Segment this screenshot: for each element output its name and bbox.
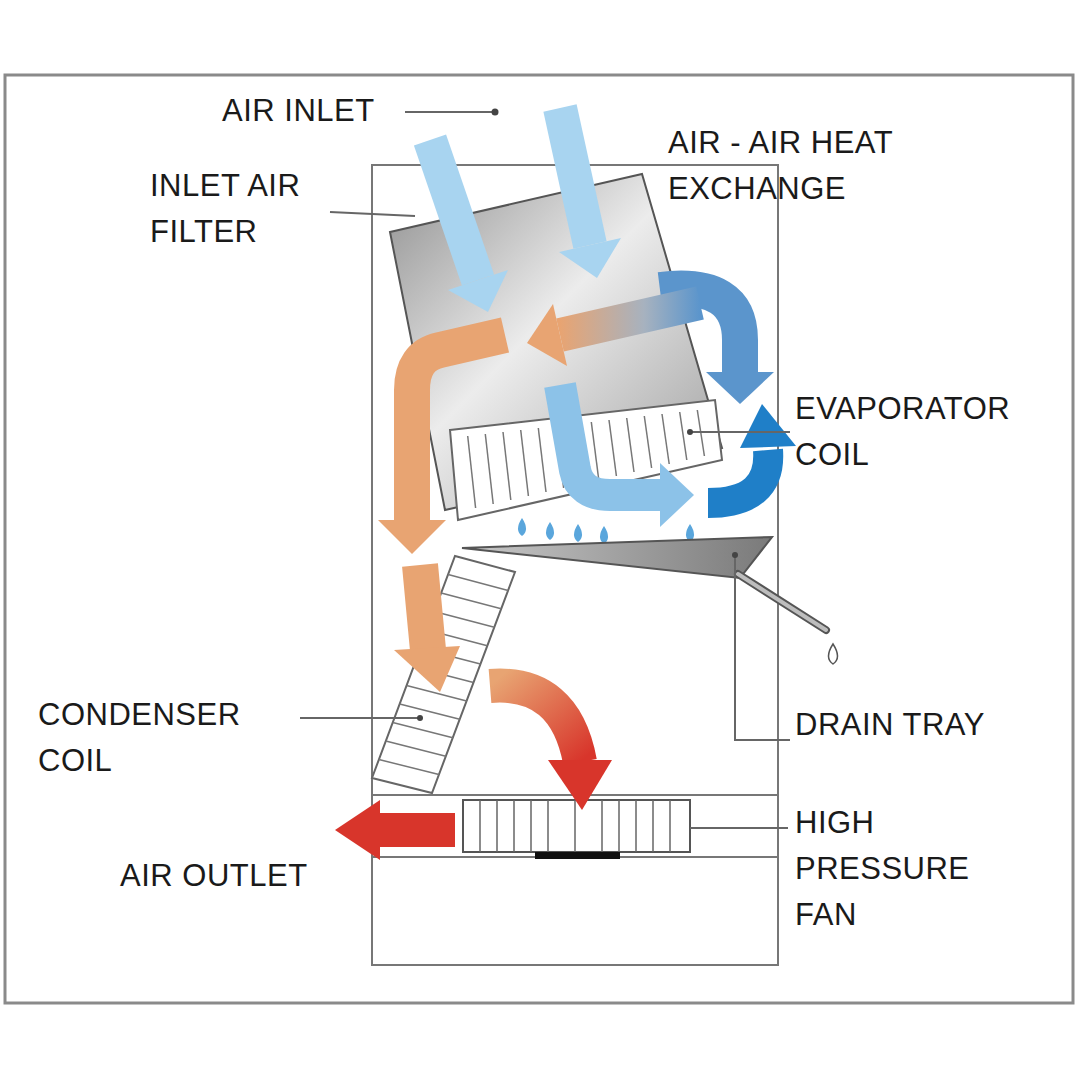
part-label: DRAIN TRAY: [795, 702, 1065, 748]
part-label: AIR - AIR HEAT EXCHANGE: [668, 120, 958, 212]
drain-tray: [462, 537, 838, 664]
leader-lines: [300, 112, 790, 828]
part-label: AIR INLET: [222, 88, 522, 134]
part-label: CONDENSER COIL: [38, 692, 278, 784]
airflow-arrows: [335, 108, 796, 860]
outer-frame: [5, 75, 1073, 1003]
part-label: AIR OUTLET: [120, 853, 400, 899]
part-label: HIGH PRESSURE FAN: [795, 800, 1015, 938]
part-label: INLET AIR FILTER: [150, 163, 350, 255]
high-pressure-fan: [463, 800, 690, 859]
part-label: EVAPORATOR COIL: [795, 386, 1035, 478]
cabinet-outline: [372, 165, 778, 965]
